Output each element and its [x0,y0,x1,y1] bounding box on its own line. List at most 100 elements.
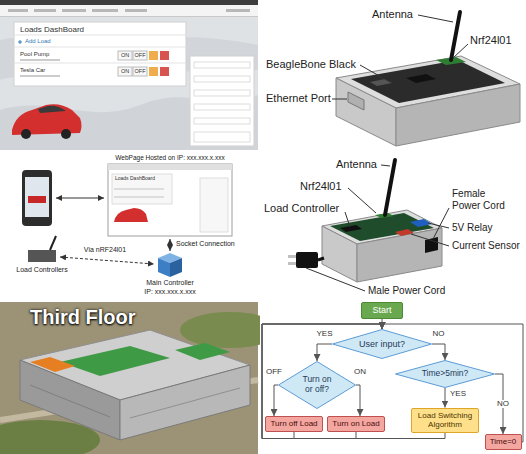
dashboard-screenshot [38,106,66,113]
dashboard-screenshot [61,129,71,139]
part-label: Current Sensor [452,240,520,252]
load-controller-box [288,255,296,258]
floor-title: Third Floor [30,306,136,329]
leader-line [345,212,350,227]
dashboard-screenshot [62,9,86,12]
process-box: Turn off Load [265,416,323,432]
leader-line [428,223,449,228]
network-architecture [158,258,170,277]
flow-connector [274,385,278,416]
network-architecture [50,236,56,250]
network-label: Load Controllers [16,266,67,274]
network-architecture [22,170,52,226]
part-label: Antenna [372,8,413,21]
dashboard-screenshot [92,9,118,12]
dashboard-screenshot [125,9,147,12]
network-architecture [200,178,228,232]
start-terminal: Start [361,302,403,319]
dashboard-screenshot [194,104,250,110]
text-group: Time=0 [490,437,517,446]
text-group: Time>5min? [422,369,469,379]
dashboard-screenshot [20,59,60,61]
button-text: ON [121,68,129,74]
flow-connector [445,388,446,408]
ui-text: Tesla Car [20,67,45,74]
process-box: Time=0 [485,434,522,450]
node-text: Time=0 [490,437,517,446]
leader-line [433,208,449,239]
ui-heading: Loads DashBoard [115,176,155,182]
dashboard-screenshot [194,132,250,142]
main-controller-box [370,79,392,86]
dashboard-screenshot [133,51,147,60]
edge-label: YES [315,330,333,339]
dashboard-screenshot [190,56,254,146]
dashboard-screenshot [0,5,258,16]
main-controller-box [406,74,436,83]
part-label: Nrf24l01 [300,180,342,193]
edge-label: ON [353,368,367,377]
node-text: Turn on Load [332,419,379,428]
network-architecture [56,198,104,199]
edge-label: YES [449,390,467,399]
network-architecture [114,196,164,198]
dashboard-screenshot [14,63,186,64]
edge-label: OFF [265,368,283,377]
leader-line [332,99,347,100]
network-label: IP: xxx.xxx.x.xxx [144,288,195,296]
dashboard-screenshot [149,51,158,60]
leader-line [418,15,453,22]
text-group: User input? [359,339,405,349]
network-architecture [0,152,258,300]
flowchart-ground [260,302,526,454]
node-text: Turn off Load [270,419,317,428]
part-label: Nrf24l01 [470,34,512,47]
process-box: Load Switching Algorithm [411,408,479,433]
load-controller-box [260,152,526,300]
flow-connector [356,385,360,416]
button-text: ON [121,52,129,58]
leader-line [306,268,365,291]
leader-line [411,234,449,246]
network-label: Via nRF24l01 [84,246,126,254]
part-label: Male Power Cord [368,285,445,297]
dashboard-screenshot [194,90,250,96]
dashboard-screenshot [133,67,147,76]
diamond-outline [396,361,495,388]
load-controller-box [318,258,324,260]
button-text: OFF [135,52,146,58]
ui-link: Add Load [25,38,51,45]
network-architecture [112,174,172,204]
dashboard-screenshot [20,75,60,77]
leader-line [332,15,468,99]
leader-line [453,44,468,58]
building-model [130,388,240,418]
dashboard-screenshot [0,0,258,5]
edge-label: NO [432,330,446,339]
main-controller-box [260,0,526,150]
leader-line [381,165,390,166]
network-architecture [114,208,148,222]
dashboard-screenshot [149,67,158,76]
main-controller-box [260,0,526,150]
dashboard-screenshot [160,51,169,60]
network-label: Socket Connection [176,240,235,248]
part-label: Female Power Cord [452,188,512,211]
network-architecture [108,164,232,236]
load-controller-box [395,229,414,236]
dashboard-screenshot [118,67,132,76]
node-text: Time>5min? [422,369,469,379]
ui-heading: Loads DashBoard [20,25,84,34]
main-controller-box [351,60,505,103]
dashboard-screenshot [194,76,250,82]
flow-connector [317,344,332,361]
network-architecture [108,164,232,170]
dashboard-screenshot [14,22,186,86]
building-model [30,385,110,417]
building-model [120,365,250,440]
node-text: Start [372,305,391,315]
dashboard-screenshot [226,9,250,12]
process-box: Turn on Load [327,416,385,432]
text-group: Turn on or off? [299,375,335,395]
